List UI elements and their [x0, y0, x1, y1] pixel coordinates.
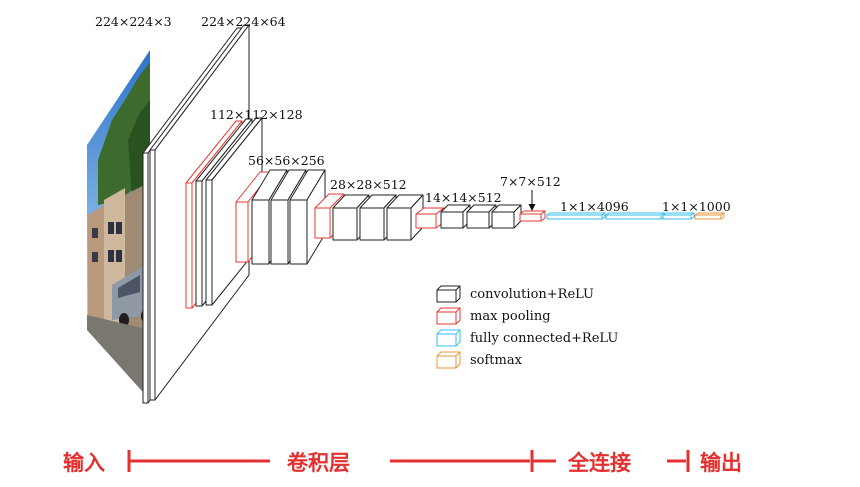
layer-blocks — [142, 24, 725, 404]
conv3-3-block — [289, 169, 326, 265]
legend: convolution+ReLU max pooling fully conne… — [436, 285, 618, 369]
section-label-conv: 卷积层 — [287, 451, 350, 475]
legend-item-softmax: softmax — [436, 351, 523, 369]
input-dim-label: 224×224×3 — [95, 14, 172, 29]
pool5-pointer-arrow — [528, 190, 536, 211]
legend-label-pool: max pooling — [470, 309, 551, 324]
section-label-output: 输出 — [700, 451, 742, 475]
output-dim-label: 1×1×1000 — [662, 199, 731, 214]
section-label-fc: 全连接 — [567, 451, 631, 475]
conv5-1-block — [440, 204, 471, 229]
fc7-block — [605, 212, 665, 220]
fc8-block — [662, 212, 695, 220]
conv2-dim-label: 112×112×128 — [210, 107, 303, 122]
conv5-3-block — [491, 204, 522, 229]
legend-item-conv: convolution+ReLU — [436, 285, 594, 303]
conv5-dim-label: 14×14×512 — [425, 190, 502, 205]
section-label-input: 输入 — [63, 451, 105, 475]
section-bar: 输入 卷积层 全连接 输出 — [63, 450, 742, 475]
softmax-block — [694, 212, 725, 220]
conv4-dim-label: 28×28×512 — [330, 177, 407, 192]
pool4-block — [415, 207, 445, 229]
legend-label-conv: convolution+ReLU — [470, 287, 594, 302]
legend-label-fc: fully connected+ReLU — [470, 331, 618, 346]
fc-dim-label: 1×1×4096 — [560, 199, 629, 214]
legend-label-softmax: softmax — [470, 353, 523, 368]
legend-item-pool: max pooling — [436, 307, 551, 325]
conv3-dim-label: 56×56×256 — [248, 153, 325, 168]
fc6-block — [546, 212, 606, 220]
legend-item-fc: fully connected+ReLU — [436, 329, 618, 347]
pool5-block — [519, 210, 546, 222]
conv1-dim-label: 224×224×64 — [201, 14, 286, 29]
pool5-dim-label: 7×7×512 — [500, 174, 561, 189]
input-image — [87, 50, 151, 400]
